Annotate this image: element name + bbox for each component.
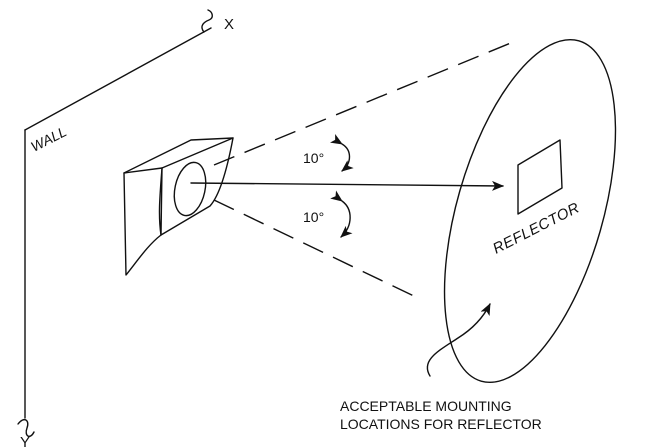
x-axis-break-icon bbox=[201, 9, 213, 33]
wall-label: WALL bbox=[28, 123, 69, 154]
angle-arc-top-icon bbox=[329, 134, 354, 172]
y-axis-label: Y bbox=[20, 434, 30, 448]
note-line-1: ACCEPTABLE MOUNTING bbox=[340, 398, 512, 414]
sensor-front-face bbox=[160, 137, 234, 236]
acceptable-mounting-area bbox=[443, 38, 617, 384]
reflector-label: REFLECTOR bbox=[490, 199, 582, 257]
sensor-left-side bbox=[123, 167, 163, 276]
beam-center-line bbox=[190, 180, 504, 191]
angle-bottom-label: 10° bbox=[303, 209, 324, 225]
sensor-top-face bbox=[123, 137, 234, 174]
reflector-square bbox=[517, 139, 563, 215]
note-line-2: LOCATIONS FOR REFLECTOR bbox=[340, 416, 542, 432]
y-axis-break-icon bbox=[17, 418, 35, 438]
note-leader-line bbox=[426, 303, 491, 377]
angle-top-label: 10° bbox=[303, 150, 324, 166]
wall-frame bbox=[17, 9, 213, 438]
angle-arc-bottom-icon bbox=[330, 190, 353, 238]
sensor-lens bbox=[173, 161, 207, 217]
sensor-unit bbox=[123, 137, 234, 276]
wall-top-edge bbox=[24, 27, 212, 131]
x-axis-label: X bbox=[224, 16, 234, 33]
beam-upper-boundary bbox=[213, 39, 519, 166]
beam-lower-boundary bbox=[213, 199, 419, 299]
